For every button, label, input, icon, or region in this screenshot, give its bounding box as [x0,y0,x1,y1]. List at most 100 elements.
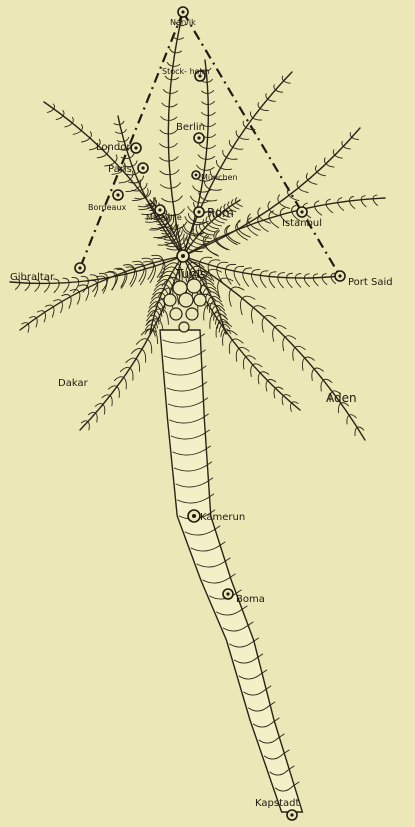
frond-leaflet [161,229,172,231]
label-kapstadt: Kapstadt [255,798,299,809]
frond-leaflet [289,195,299,200]
frond-leaflet [202,91,208,93]
frond-leaflet [242,296,255,299]
city-paris: Paris [108,163,148,175]
frond-leaflet [315,207,322,216]
frond-leaflet [162,103,169,107]
label-istanbul: Istanbul [282,218,322,229]
label-muenchen: München [201,173,238,182]
frond-leaflet [47,109,53,113]
frond-leaflet [129,153,134,158]
label-bordeaux: Bordeaux [88,203,127,212]
frond-leaflet [284,81,291,83]
frond-leaflet [25,283,30,290]
frond-leaflet [361,200,366,207]
frond-leaflet [114,124,120,125]
frond-leaflet [193,186,201,192]
city-berlin: Berlin [176,122,205,143]
frond-leaflet [202,102,209,105]
frond-leaflet [217,241,230,250]
frond-leaflet [182,227,190,235]
frond-leaflet [258,373,260,384]
frond-leaflet [293,347,295,360]
label-marseille: Marseille [146,213,182,222]
frond-leaflet [56,116,63,120]
frond-leaflet [269,272,276,277]
frond-leaflet [135,198,146,199]
frond-leaflet [142,349,146,362]
frond-leaflet [299,188,309,193]
frond-leaflet [223,150,227,157]
label-gibraltar: Gibraltar [10,272,55,283]
frond-leaflet [274,388,275,398]
frond-leaflet [240,298,242,314]
frond-leaflet [278,273,285,278]
label-london: London [96,142,133,153]
frond-leaflet [326,204,333,212]
frond-leaflet [193,229,196,238]
frond-leaflet [173,64,180,66]
city-muenchen: München [192,171,238,182]
label-berlin: Berlin [176,122,205,133]
frond-leaflet [234,266,243,271]
frond-leaflet [308,180,317,184]
frond-leaflet [82,138,91,142]
frond-leaflet [169,117,177,120]
city-aden: Aden [326,391,357,405]
frond-leaflet [190,196,198,202]
frond-leaflet [72,277,79,281]
frond-leaflet [160,157,170,161]
frond-leaflet [216,160,220,167]
frond-leaflet [199,144,207,148]
frond-leaflet [262,317,264,332]
frond-leaflet [86,288,89,301]
frond-leaflet [228,235,240,244]
frond-leaflet [260,271,268,276]
frond-leaflet [173,196,182,202]
frond-leaflet [124,137,129,141]
frond-leaflet [61,302,63,313]
frond-leaflet [162,232,174,234]
city-port-said: Port Said [335,271,393,288]
frond-leaflet [324,158,326,164]
frond-leaflet [30,317,37,318]
frond-leaflet [112,276,118,290]
frond-leaflet [35,283,40,291]
frond-leaflet [243,121,246,127]
label-narvik: Narvik [170,18,196,27]
frond-leaflet [171,78,178,80]
city-dakar: Dakar [58,378,89,389]
frond-leaflet [350,133,352,138]
frond-leaflet [229,340,232,353]
frond-leaflet [268,201,270,209]
frond-leaflet [246,128,255,130]
frond-leaflet [73,131,81,135]
frond-leaflet [124,378,127,389]
frond-leaflet [321,380,323,391]
frond-leaflet [97,154,107,158]
frond-leaflet [88,422,89,430]
frond-leaflet [312,369,314,381]
frond-leaflet [169,157,178,162]
trunk-outline [160,330,302,812]
frond-leaflet [236,349,239,362]
frond-leaflet [115,155,117,162]
frond-leaflet [99,273,107,278]
frond-leaflet [295,278,300,287]
frond-rib [44,102,183,256]
label-tunis: Tunis [175,267,206,281]
frond-leaflet [243,357,245,369]
frond-leaflet [252,270,260,275]
date-cluster [164,279,206,332]
frond-leaflet [117,387,119,398]
frond-leaflet [335,155,343,158]
frond-leaflet [236,131,239,138]
frond-leaflet [231,287,244,290]
frond-leaflet [169,104,177,107]
frond-leaflet [161,117,169,121]
label-aden: Aden [326,391,357,405]
frond-leaflet [44,283,49,292]
frond-leaflet [131,272,137,287]
frond-leaflet [160,171,170,175]
frond-leaflet [282,396,283,405]
